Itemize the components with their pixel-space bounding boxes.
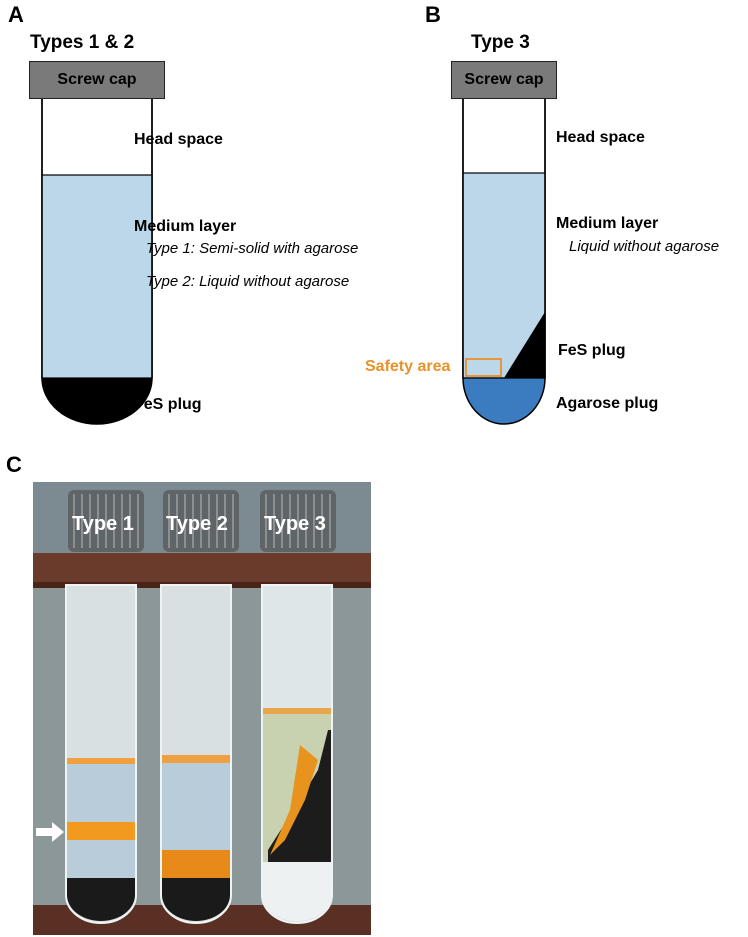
tube-b-medium-layer-label: Medium layer — [556, 215, 659, 232]
type2-description: Type 2: Liquid without agarose — [146, 273, 350, 290]
tube-a-screw-cap: Screw cap — [29, 61, 165, 99]
type3-description: Liquid without agarose — [569, 238, 720, 255]
type1-description: Type 1: Semi-solid with agarose — [146, 240, 359, 257]
tube-photo: Type 1 Type 2 Type 3 — [33, 482, 371, 935]
photo-label-type2: Type 2 — [166, 513, 228, 535]
panel-b-letter: B — [425, 2, 441, 27]
tube-a — [41, 97, 153, 425]
panel-b-title: Type 3 — [471, 32, 530, 53]
tube-a-medium-layer-label: Medium layer — [134, 218, 237, 235]
agarose-plug-label: Agarose plug — [556, 395, 659, 412]
tube-a-fes-plug-label: FeS plug — [134, 396, 202, 413]
tube-b-fes-plug — [504, 312, 545, 378]
tube-b-head-space-label: Head space — [556, 129, 645, 146]
safety-area-label: Safety area — [365, 358, 451, 375]
panel-a-letter: A — [8, 2, 24, 27]
tube-b-screw-cap: Screw cap — [451, 61, 557, 99]
photo-label-type1: Type 1 — [72, 513, 134, 535]
tube-b-agarose-plug — [463, 378, 545, 424]
panel-a-title: Types 1 & 2 — [30, 32, 135, 53]
panel-c-letter: C — [6, 452, 22, 477]
tube-b-fes-plug-label: FeS plug — [558, 342, 626, 359]
tube-a-fes-plug — [42, 378, 152, 424]
photo-label-type3: Type 3 — [264, 513, 326, 535]
safety-area-box — [465, 358, 502, 377]
tube-a-head-space-label: Head space — [134, 131, 223, 148]
tube-b — [462, 97, 546, 425]
tube-a-medium-layer — [41, 174, 153, 379]
